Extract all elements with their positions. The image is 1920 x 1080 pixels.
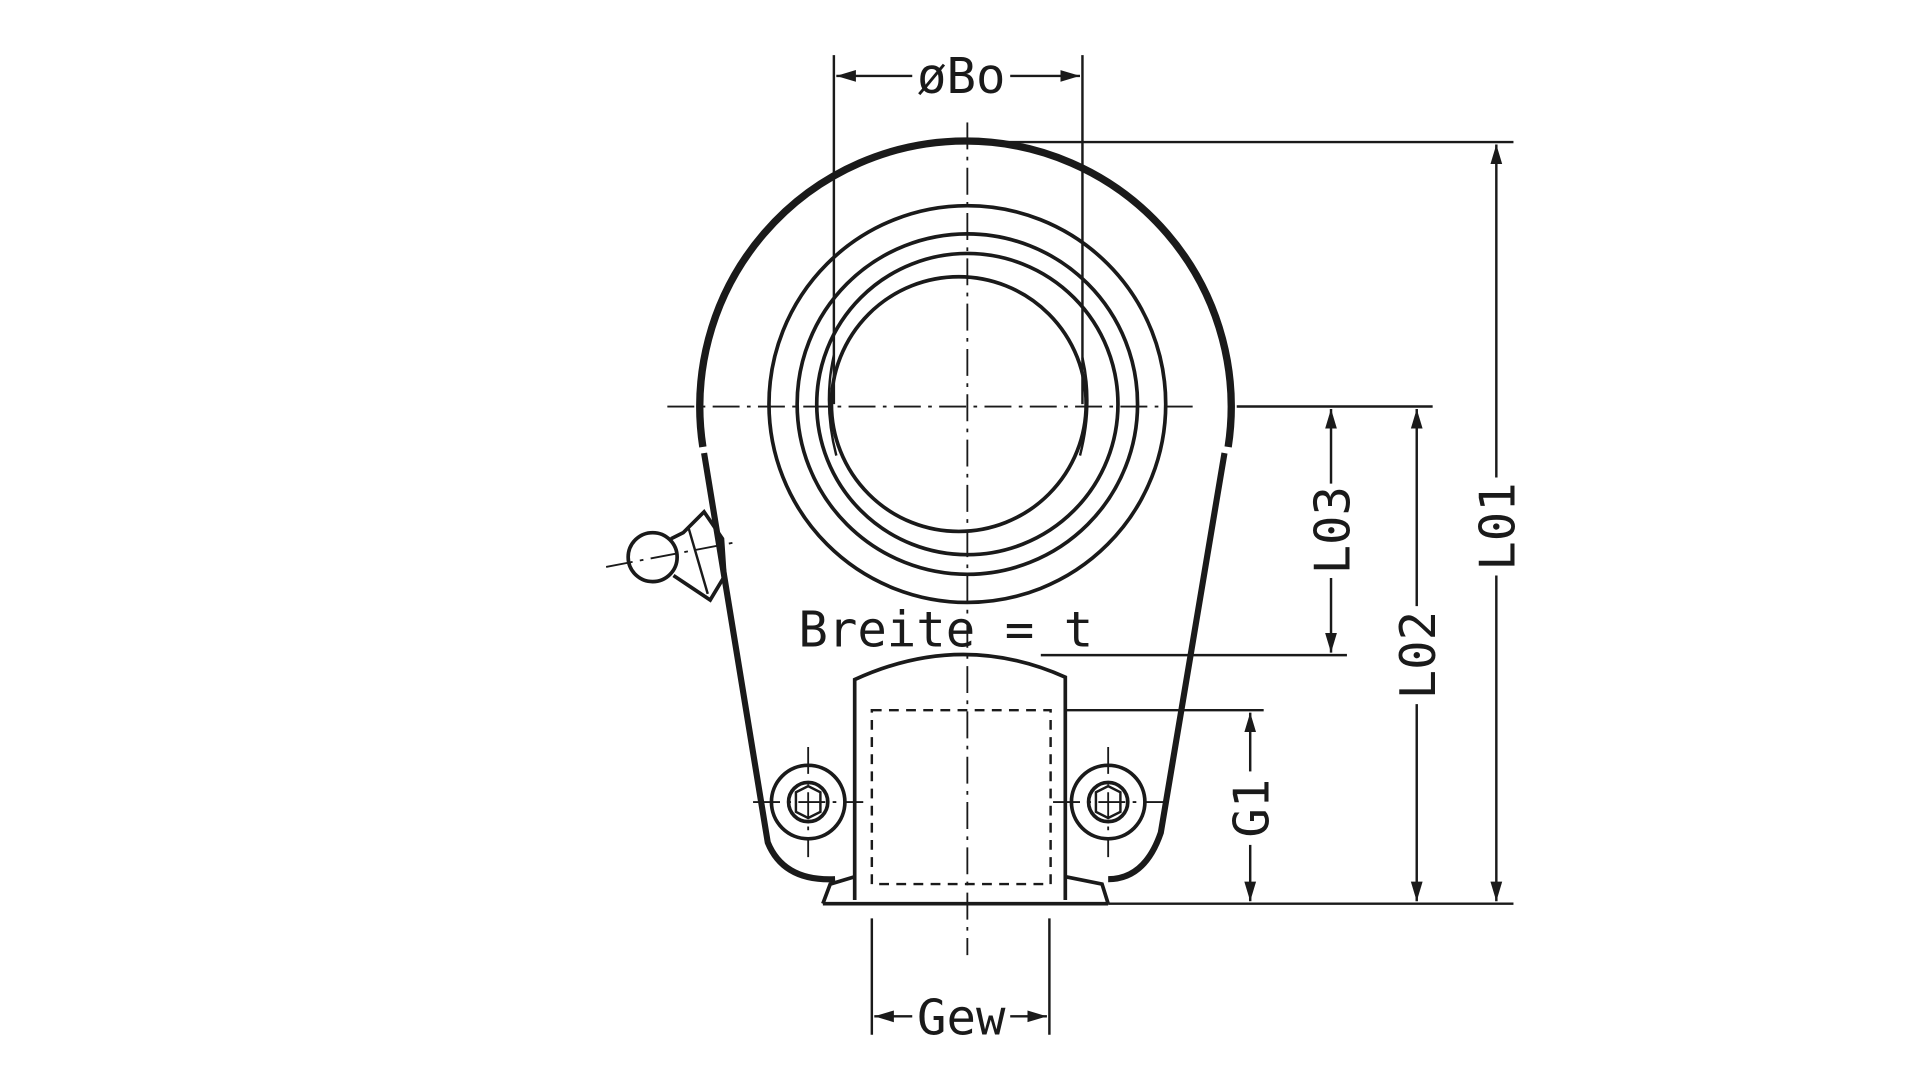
grease-nipple xyxy=(626,508,727,603)
center-to-shank-label: L03 xyxy=(1304,486,1361,574)
bore-diameter-label: øBo xyxy=(917,48,1005,105)
center-to-base-label: L02 xyxy=(1390,611,1447,699)
dimension-l03: L03 xyxy=(1040,408,1361,657)
dimension-bo: øBo xyxy=(832,48,1084,405)
dimension-gew: Gew xyxy=(870,918,1051,1047)
thread-label: Gew xyxy=(917,990,1006,1047)
overall-length-label: L01 xyxy=(1470,482,1527,570)
clamp-bolt-right xyxy=(1069,763,1147,841)
shank xyxy=(821,652,1110,906)
dimension-g1: G1 xyxy=(1065,708,1281,902)
width-note: Breite = t xyxy=(798,602,1093,659)
dimension-l01: L01 xyxy=(979,140,1527,905)
housing-outline xyxy=(696,137,1235,883)
dimension-l02: L02 xyxy=(1236,405,1447,902)
clamp-bolt-left xyxy=(769,763,847,841)
thread-depth-label: G1 xyxy=(1224,779,1281,838)
